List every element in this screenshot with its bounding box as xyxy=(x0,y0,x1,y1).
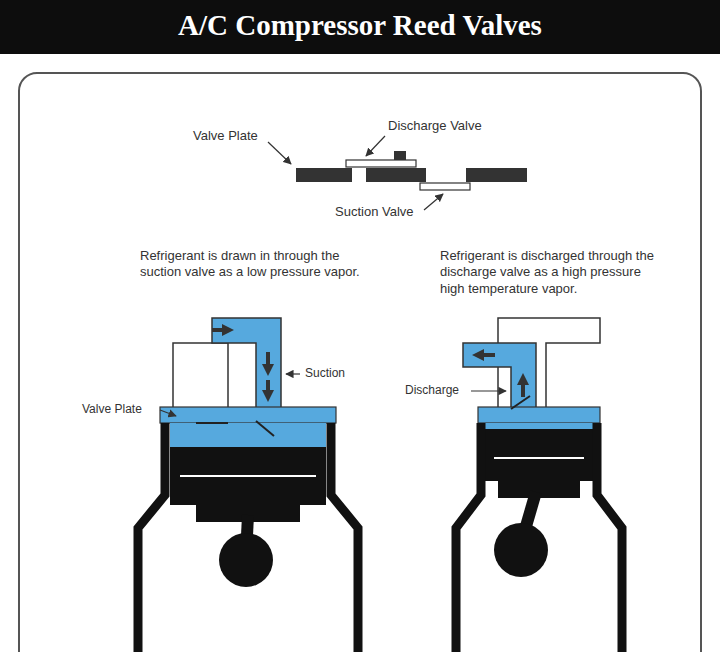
part-label: Valve Plate xyxy=(82,402,142,417)
leader-line xyxy=(286,373,300,374)
discharge-port xyxy=(463,343,536,410)
leader-line xyxy=(471,390,506,391)
leader-line xyxy=(366,136,385,156)
suction-reed xyxy=(256,421,274,436)
crank xyxy=(494,523,548,577)
part-label: Suction xyxy=(305,366,345,381)
leader-line xyxy=(424,194,443,210)
cylinder-gas xyxy=(170,423,326,447)
leader-line xyxy=(160,410,176,416)
discharge-reed xyxy=(511,396,530,409)
part-label: Valve Plate xyxy=(193,128,258,144)
suction-port xyxy=(212,318,281,410)
discharge-port xyxy=(173,343,228,410)
leader-line xyxy=(268,142,291,164)
part-label: Suction Valve xyxy=(335,204,414,220)
piston xyxy=(170,447,326,505)
compressor-suction xyxy=(138,318,358,652)
page-title: A/C Compressor Reed Valves xyxy=(0,9,720,42)
valve-plate-sketch xyxy=(268,136,527,210)
piston xyxy=(484,429,594,481)
valve-plate xyxy=(478,407,600,423)
panel-border xyxy=(19,73,701,652)
compressor-discharge xyxy=(456,318,622,652)
crankcase xyxy=(456,423,622,652)
caption-note: Refrigerant is drawn in through the suct… xyxy=(140,248,372,281)
crankcase xyxy=(138,423,358,652)
part-label: Discharge xyxy=(405,383,459,398)
caption-note: Refrigerant is discharged through the di… xyxy=(440,248,662,297)
part-label: Discharge Valve xyxy=(388,118,508,134)
crank xyxy=(219,533,273,587)
valve-plate xyxy=(160,407,336,423)
title-bar xyxy=(0,0,720,54)
